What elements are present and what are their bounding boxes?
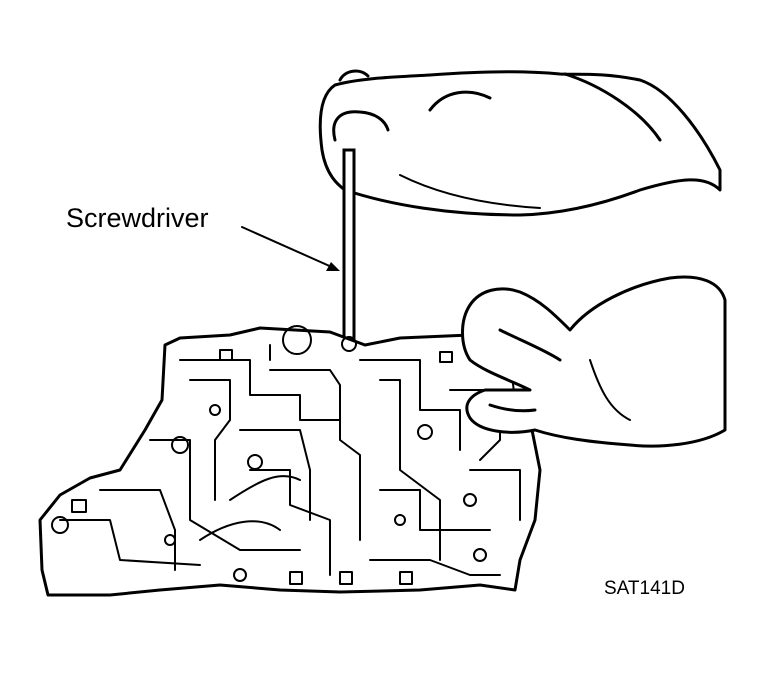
valve-body-plate — [38, 325, 542, 597]
callout-leader — [241, 226, 340, 271]
screwdriver — [338, 148, 360, 351]
lower-hand — [461, 275, 727, 448]
upper-hand — [318, 69, 722, 217]
screwdriver-label: Screwdriver — [66, 203, 209, 233]
figure-code: SAT141D — [604, 578, 685, 599]
